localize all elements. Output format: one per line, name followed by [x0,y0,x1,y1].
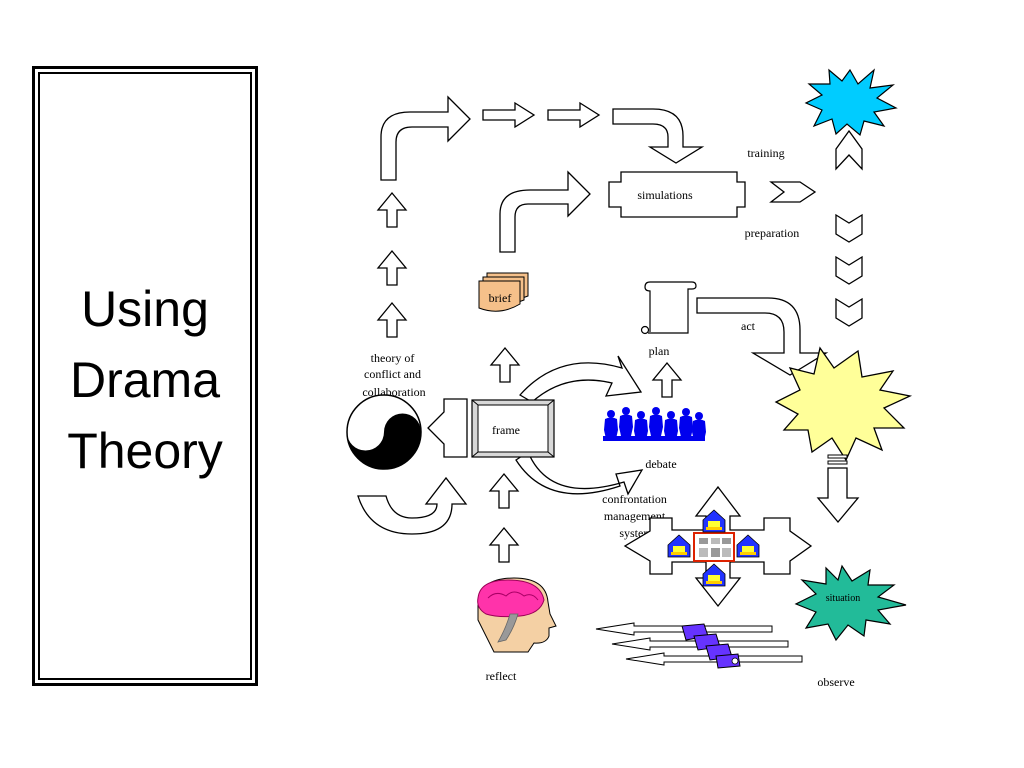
simulations-label: simulations [637,188,693,202]
up-arrow-2 [377,250,407,286]
brief-icon [478,272,529,312]
yin-yang-icon [346,394,422,470]
yellow-star-icon [774,346,913,462]
simulations-box [608,171,746,218]
frame-label: frame [492,423,520,437]
title-line-3: Theory [67,423,223,479]
theory-label: theory of conflict and collaboration [362,351,425,399]
debate-label: debate [645,457,676,471]
circular-arrow-top [518,355,643,403]
cyan-star-icon [804,68,898,137]
act-label: act [741,319,756,333]
training-label: training [747,146,784,160]
curved-arrow-down [612,108,705,164]
title-line-2: Drama [69,352,221,408]
brief-label: brief [489,291,512,305]
situation-label: situation [826,593,860,604]
up-arrow-1 [377,192,407,228]
situation-star-icon [794,564,907,642]
up-arrow-to-frame-1 [489,473,519,509]
slide-title: Using Drama Theory [35,274,255,487]
plan-scroll-icon [640,281,697,335]
arrow-right-2 [547,102,600,128]
curved-arrow-up-right [380,95,471,181]
circular-arrow-bottom [515,451,644,496]
up-arrow-to-brief [490,347,520,383]
plan-label: plan [649,344,670,358]
reflect-label: reflect [486,669,517,683]
curved-arrow-bottom-left [357,476,468,535]
preparation-label: preparation [745,226,800,240]
frame-box [471,399,555,458]
up-arrow-to-plan [652,362,682,398]
act-curved-arrow [696,297,829,376]
curved-arrow-to-simulations [499,170,591,253]
title-box: Using Drama Theory [32,66,258,686]
arrow-right-1 [482,102,535,128]
debate-people-icon [603,407,706,441]
observe-camera-icon [681,623,741,669]
chevron-down-icon-1 [835,214,863,243]
chevron-down-icon-3 [835,298,863,327]
brain-head-icon [477,577,557,653]
arrow-left-from-frame [427,398,468,458]
down-arrow-to-situation [816,454,860,524]
chevron-right-icon [769,181,817,203]
title-line-1: Using [81,281,209,337]
observe-label: observe [817,675,854,689]
up-arrow-to-frame-2 [489,527,519,563]
chevron-up-icon [835,129,863,171]
chevron-down-icon-2 [835,256,863,285]
up-arrow-3 [377,302,407,338]
building-center-icon [693,532,735,562]
